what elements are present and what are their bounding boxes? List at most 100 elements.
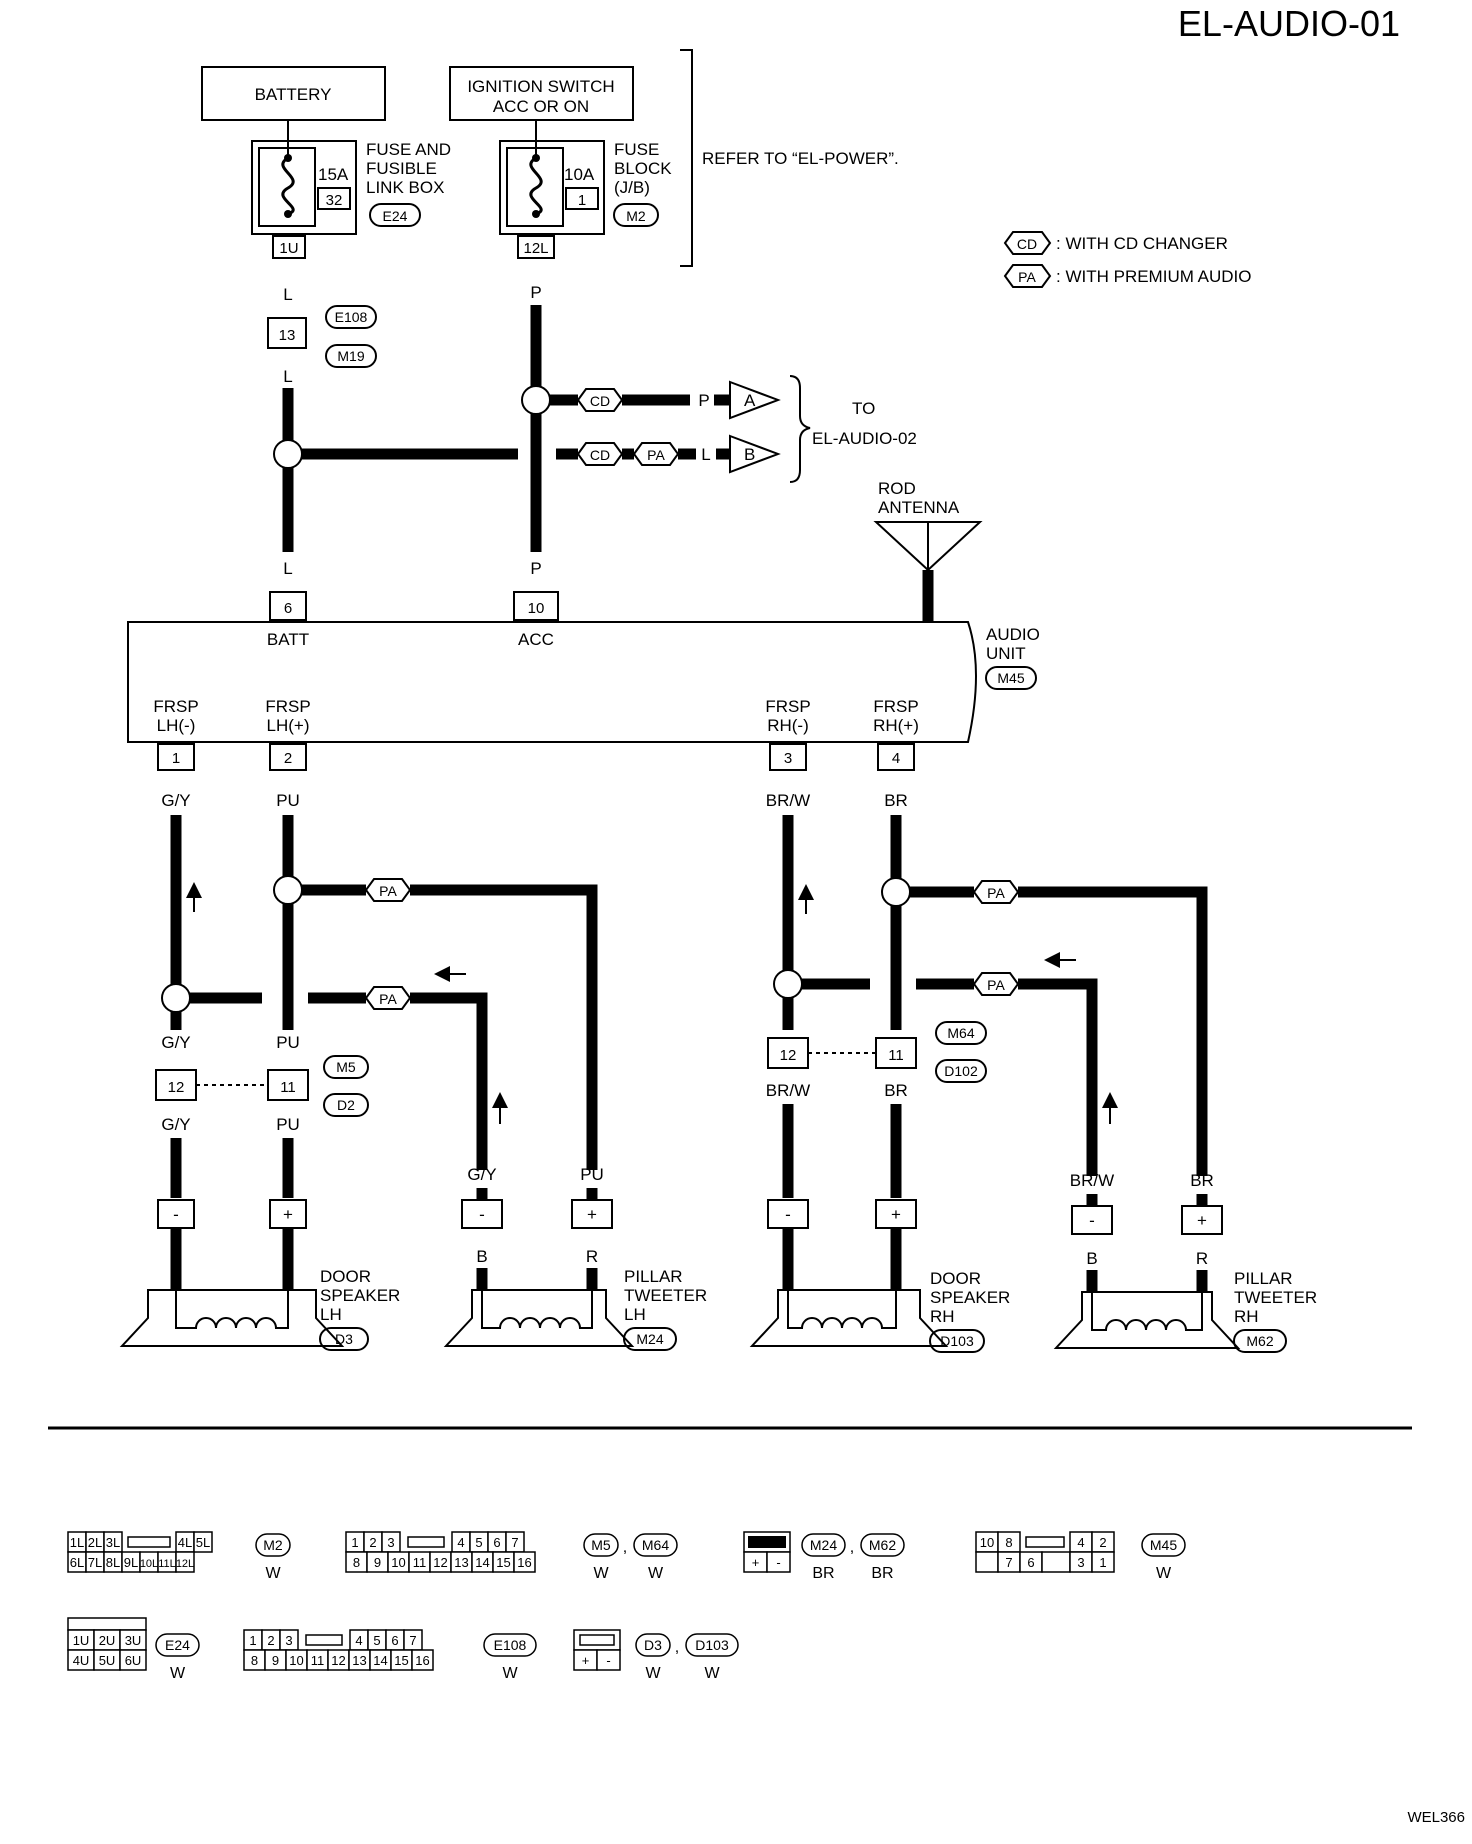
p2-label-2: LH(+) (267, 716, 310, 735)
cavity-label: 5U (99, 1653, 116, 1668)
connector-tag-label: M64 (642, 1537, 669, 1553)
pillar-tweeter-lh: - + B R (443, 1199, 635, 1347)
separator: , (850, 1539, 854, 1556)
speaker-icon (1053, 1291, 1241, 1349)
cavity-label: 3 (285, 1633, 292, 1648)
cavity-label: 10 (980, 1535, 994, 1550)
cavity-label: 6U (125, 1653, 142, 1668)
pa-tag-lh-2: PA (379, 991, 397, 1007)
cavity-label: 4L (178, 1535, 192, 1550)
label-batt: BATT (267, 630, 309, 649)
cavity-label: 1 (351, 1535, 358, 1550)
connector-latch (305, 1634, 343, 1646)
cavity-label: 11L (158, 1558, 176, 1570)
cavity-label: 11 (413, 1555, 427, 1570)
cavity-label: 12 (331, 1653, 345, 1668)
connector-latch (127, 1536, 171, 1548)
pa-tag-b: PA (647, 447, 665, 463)
wire-color-r-lh: R (586, 1247, 598, 1266)
door-rh-label-2: SPEAKER (930, 1288, 1010, 1307)
to-bracket (789, 375, 811, 483)
wire-color-br-3: BR (1190, 1171, 1214, 1190)
door-rh-label-1: DOOR (930, 1269, 981, 1288)
wire-color-brw-3: BR/W (1070, 1171, 1114, 1190)
tw-lh-connector: M24 (636, 1331, 663, 1347)
wire-color-gy-3: G/Y (161, 1115, 190, 1134)
cavity-label: 2L (88, 1535, 102, 1550)
wire-color-b-rh: B (1086, 1249, 1097, 1268)
p4-label-1: FRSP (873, 697, 918, 716)
fuse-15a: 15A 32 1U (251, 120, 357, 259)
fuse1-label-3: LINK BOX (366, 178, 444, 197)
cavity-label: + (582, 1653, 590, 1668)
tw-rh-label-1: PILLAR (1234, 1269, 1293, 1288)
cavity-label: 14 (373, 1653, 387, 1668)
wire-color-br-1: BR (884, 791, 908, 810)
wire-color-brw-2: BR/W (766, 1081, 810, 1100)
connector-cavity (1041, 1551, 1071, 1573)
pa-tag-rh-1: PA (987, 885, 1005, 901)
connector-latch (1025, 1536, 1065, 1548)
door-rh-connector: D103 (940, 1333, 974, 1349)
fuse1-label-2: FUSIBLE (366, 159, 437, 178)
connector-color: W (1156, 1565, 1172, 1582)
cd-tag-a: CD (590, 393, 610, 409)
legend-pa-tag: PA (1018, 269, 1036, 285)
cavity-label: 12L (176, 1558, 194, 1570)
audio-unit-label-2: UNIT (986, 644, 1026, 663)
legend-cd-text: : WITH CD CHANGER (1056, 234, 1228, 253)
connector-tag-label: E108 (494, 1637, 527, 1653)
fuse2-amp: 10A (564, 165, 595, 184)
pa-tag-rh-2: PA (987, 977, 1005, 993)
cavity-label: 5 (373, 1633, 380, 1648)
wire-color-brw-1: BR/W (766, 791, 810, 810)
terminal-minus: - (785, 1205, 791, 1224)
cavity-label: 3 (1077, 1555, 1084, 1570)
tw-lh-label-1: PILLAR (624, 1267, 683, 1286)
connector-tag-label: D103 (695, 1637, 729, 1653)
connector-color: BR (812, 1565, 834, 1582)
connector-tag (633, 1533, 678, 1557)
wire-color-p-3: P (698, 391, 709, 410)
battery-label: BATTERY (255, 85, 332, 104)
cavity-label: 3L (106, 1535, 120, 1550)
to-a-arrow-icon (729, 380, 781, 420)
p3-label-1: FRSP (765, 697, 810, 716)
cavity-label: 8 (251, 1653, 258, 1668)
tw-rh-label-2: TWEETER (1234, 1288, 1317, 1307)
connector-cavity (513, 1551, 536, 1573)
joint-right-c2: D102 (944, 1063, 978, 1079)
cavity-label: 1U (73, 1633, 90, 1648)
to-target: EL-AUDIO-02 (812, 429, 917, 448)
connector-color: W (170, 1665, 186, 1682)
connector-tag (255, 1533, 291, 1557)
terminal-minus: - (173, 1205, 179, 1224)
cavity-label: 6L (70, 1555, 84, 1570)
fuse1-number: 32 (326, 192, 343, 209)
cavity-label: 16 (517, 1555, 531, 1570)
wire-color-gy-4: G/Y (467, 1165, 496, 1184)
tw-lh-label-2: TWEETER (624, 1286, 707, 1305)
cavity-label: 10 (391, 1555, 405, 1570)
wire-color-l-1: L (283, 285, 292, 304)
antenna-label-1: ROD (878, 479, 916, 498)
to-b-arrow-icon (729, 434, 781, 474)
joint-left-a: 12 (168, 1079, 185, 1096)
connector-tag (483, 1633, 537, 1657)
connector-tag-label: E24 (165, 1637, 190, 1653)
cavity-label: 2 (1099, 1535, 1106, 1550)
connector-tag (583, 1533, 619, 1557)
tw-rh-connector: M62 (1246, 1333, 1273, 1349)
speaker-icon (749, 1289, 949, 1347)
wire-color-pu-2: PU (276, 1033, 300, 1052)
splice-lh-minus (161, 983, 191, 1013)
terminal-plus: + (891, 1205, 901, 1224)
p2-label-1: FRSP (265, 697, 310, 716)
cavity-label: 6 (391, 1633, 398, 1648)
fuse2-connector: M2 (626, 208, 646, 224)
connector-cavity (1091, 1551, 1115, 1573)
junction-conn-a: E108 (335, 309, 368, 325)
separator: , (623, 1539, 627, 1556)
connector-cavity (596, 1649, 621, 1671)
